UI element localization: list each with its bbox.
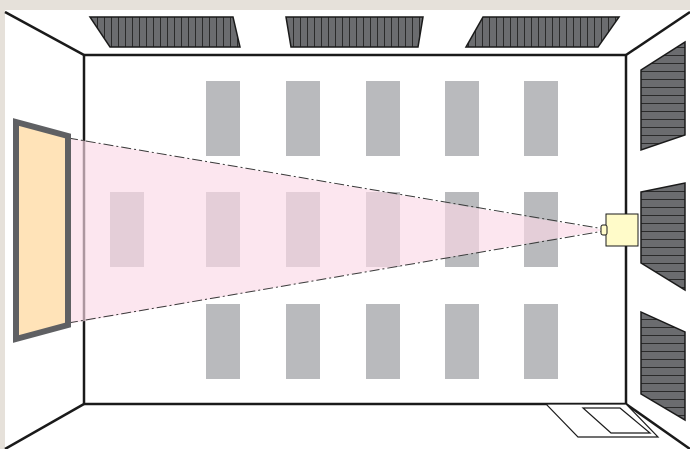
projector-lens bbox=[600, 224, 608, 236]
floor-hatch bbox=[544, 403, 660, 438]
projector bbox=[600, 213, 639, 247]
projection-beam bbox=[68, 138, 604, 324]
ceiling-light-panel bbox=[445, 304, 479, 379]
wall-louver-top bbox=[640, 40, 686, 152]
ceiling-vent-center bbox=[285, 16, 424, 48]
projection-beam-edges bbox=[67, 137, 605, 324]
ceiling-vent-right bbox=[464, 16, 621, 48]
ceiling-light-panel bbox=[524, 81, 558, 156]
ceiling-light-panel bbox=[206, 81, 240, 156]
ceiling-light-panel bbox=[366, 81, 400, 156]
ceiling-light-panel bbox=[286, 304, 320, 379]
room-edges bbox=[4, 10, 690, 449]
wall-louver-bottom bbox=[640, 310, 686, 422]
wall-louver-middle bbox=[640, 182, 686, 292]
ceiling-light-panel bbox=[206, 304, 240, 379]
ceiling-light-panel bbox=[524, 304, 558, 379]
ceiling-vent-left bbox=[88, 16, 241, 48]
ceiling-light-panel bbox=[445, 81, 479, 156]
projection-screen bbox=[13, 118, 71, 343]
ceiling-light-panel bbox=[286, 81, 320, 156]
ceiling-light-panel bbox=[366, 304, 400, 379]
